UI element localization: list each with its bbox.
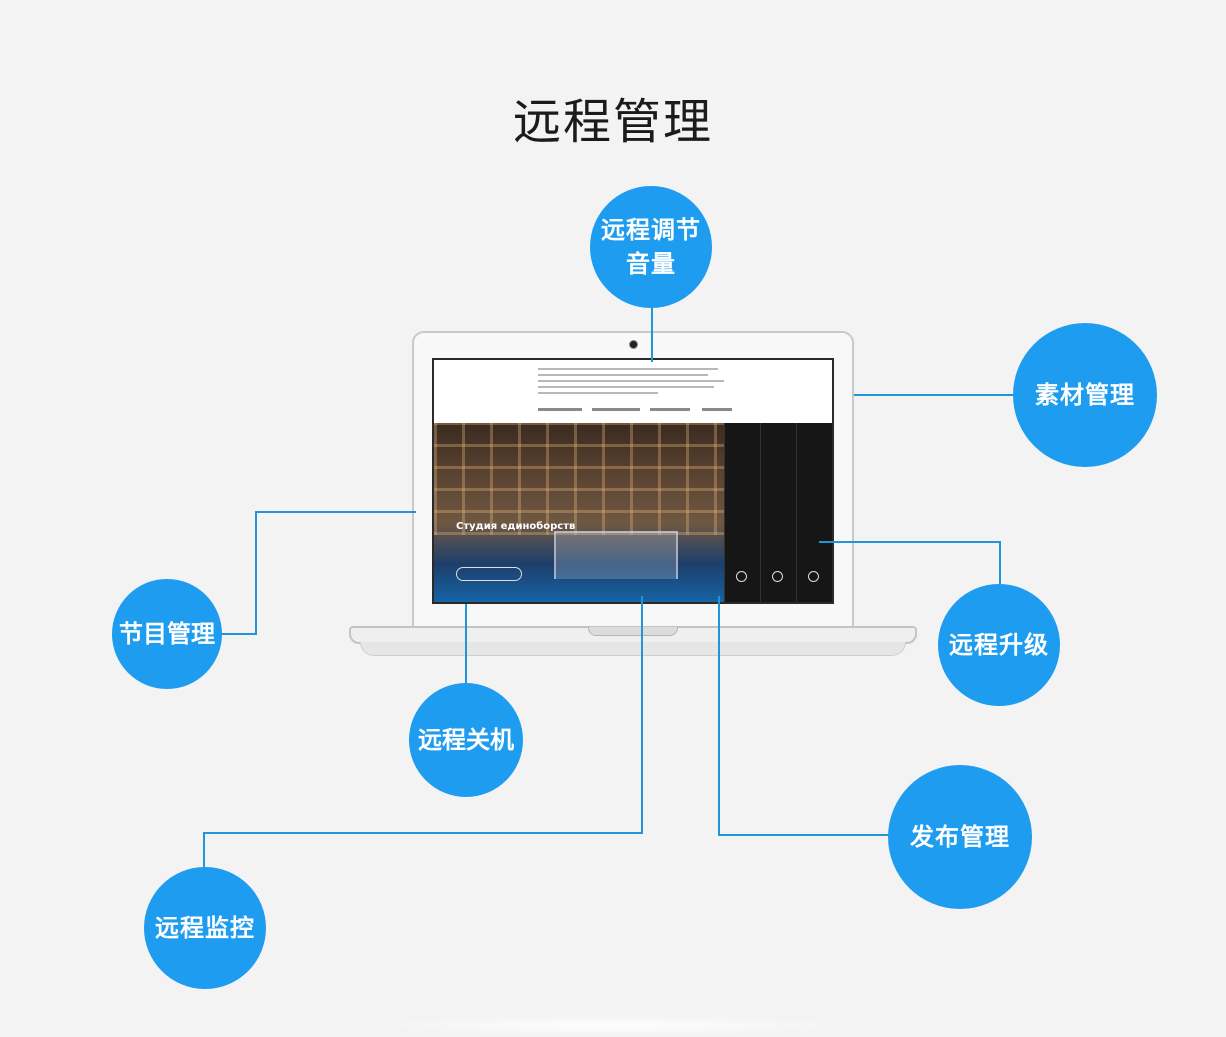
camera-icon	[629, 340, 638, 349]
side-panel	[760, 423, 796, 602]
connector-volume	[651, 306, 653, 362]
bubble-label: 远程升级	[949, 631, 1049, 659]
arrow-icon	[772, 571, 783, 582]
bubble-material-management[interactable]: 素材管理	[1013, 323, 1157, 467]
bubble-remote-upgrade[interactable]: 远程升级	[938, 584, 1060, 706]
page-title: 远程管理	[512, 94, 713, 150]
arrow-icon	[808, 571, 819, 582]
bubble-label: 节目管理	[119, 620, 215, 648]
nav-item	[538, 408, 582, 411]
text-line	[538, 392, 658, 394]
connector-monitor-vertical	[641, 596, 643, 834]
laptop-screen: Студия единоборств	[432, 358, 834, 604]
side-panel	[796, 423, 832, 602]
connector-upgrade-vertical	[999, 541, 1001, 587]
connector-program-bottom	[218, 633, 257, 635]
boxing-ring	[554, 531, 678, 579]
laptop-notch	[588, 627, 678, 636]
screen-hero-image: Студия единоборств	[434, 423, 724, 602]
connector-program-top	[256, 511, 416, 513]
screen-side-panels	[724, 423, 832, 602]
bubble-remote-monitor[interactable]: 远程监控	[144, 867, 266, 989]
text-line	[538, 368, 718, 370]
bubble-label: 素材管理	[1035, 381, 1135, 409]
connector-material	[854, 394, 1016, 396]
nav-item	[650, 408, 690, 411]
nav-item	[702, 408, 732, 411]
screen-website-header	[434, 360, 832, 423]
bubble-publish-management[interactable]: 发布管理	[888, 765, 1032, 909]
connector-program-vertical	[255, 511, 257, 635]
connector-monitor-drop	[203, 832, 205, 870]
bubble-label: 发布管理	[910, 823, 1010, 851]
bubble-label: 远程监控	[155, 914, 255, 942]
connector-publish-horizontal	[718, 834, 892, 836]
hero-title: Студия единоборств	[456, 521, 576, 532]
text-line	[538, 380, 724, 382]
bubble-label: 远程调节 音量	[601, 216, 701, 278]
bubble-remote-shutdown[interactable]: 远程关机	[409, 683, 523, 797]
arrow-icon	[736, 571, 747, 582]
ceiling-grid	[434, 423, 724, 536]
bubble-label: 远程关机	[418, 726, 514, 754]
bubble-remote-volume[interactable]: 远程调节 音量	[590, 186, 712, 308]
side-panel	[724, 423, 760, 602]
nav-item	[592, 408, 640, 411]
connector-shutdown	[465, 604, 467, 686]
hero-button	[456, 567, 522, 581]
bubble-program-management[interactable]: 节目管理	[112, 579, 222, 689]
text-line	[538, 374, 708, 376]
connector-monitor-horizontal	[203, 832, 643, 834]
connector-publish-vertical	[718, 596, 720, 836]
text-line	[538, 386, 714, 388]
floor-highlight	[360, 1015, 860, 1037]
laptop-base-bottom	[360, 642, 906, 656]
connector-upgrade-top	[819, 541, 1001, 543]
